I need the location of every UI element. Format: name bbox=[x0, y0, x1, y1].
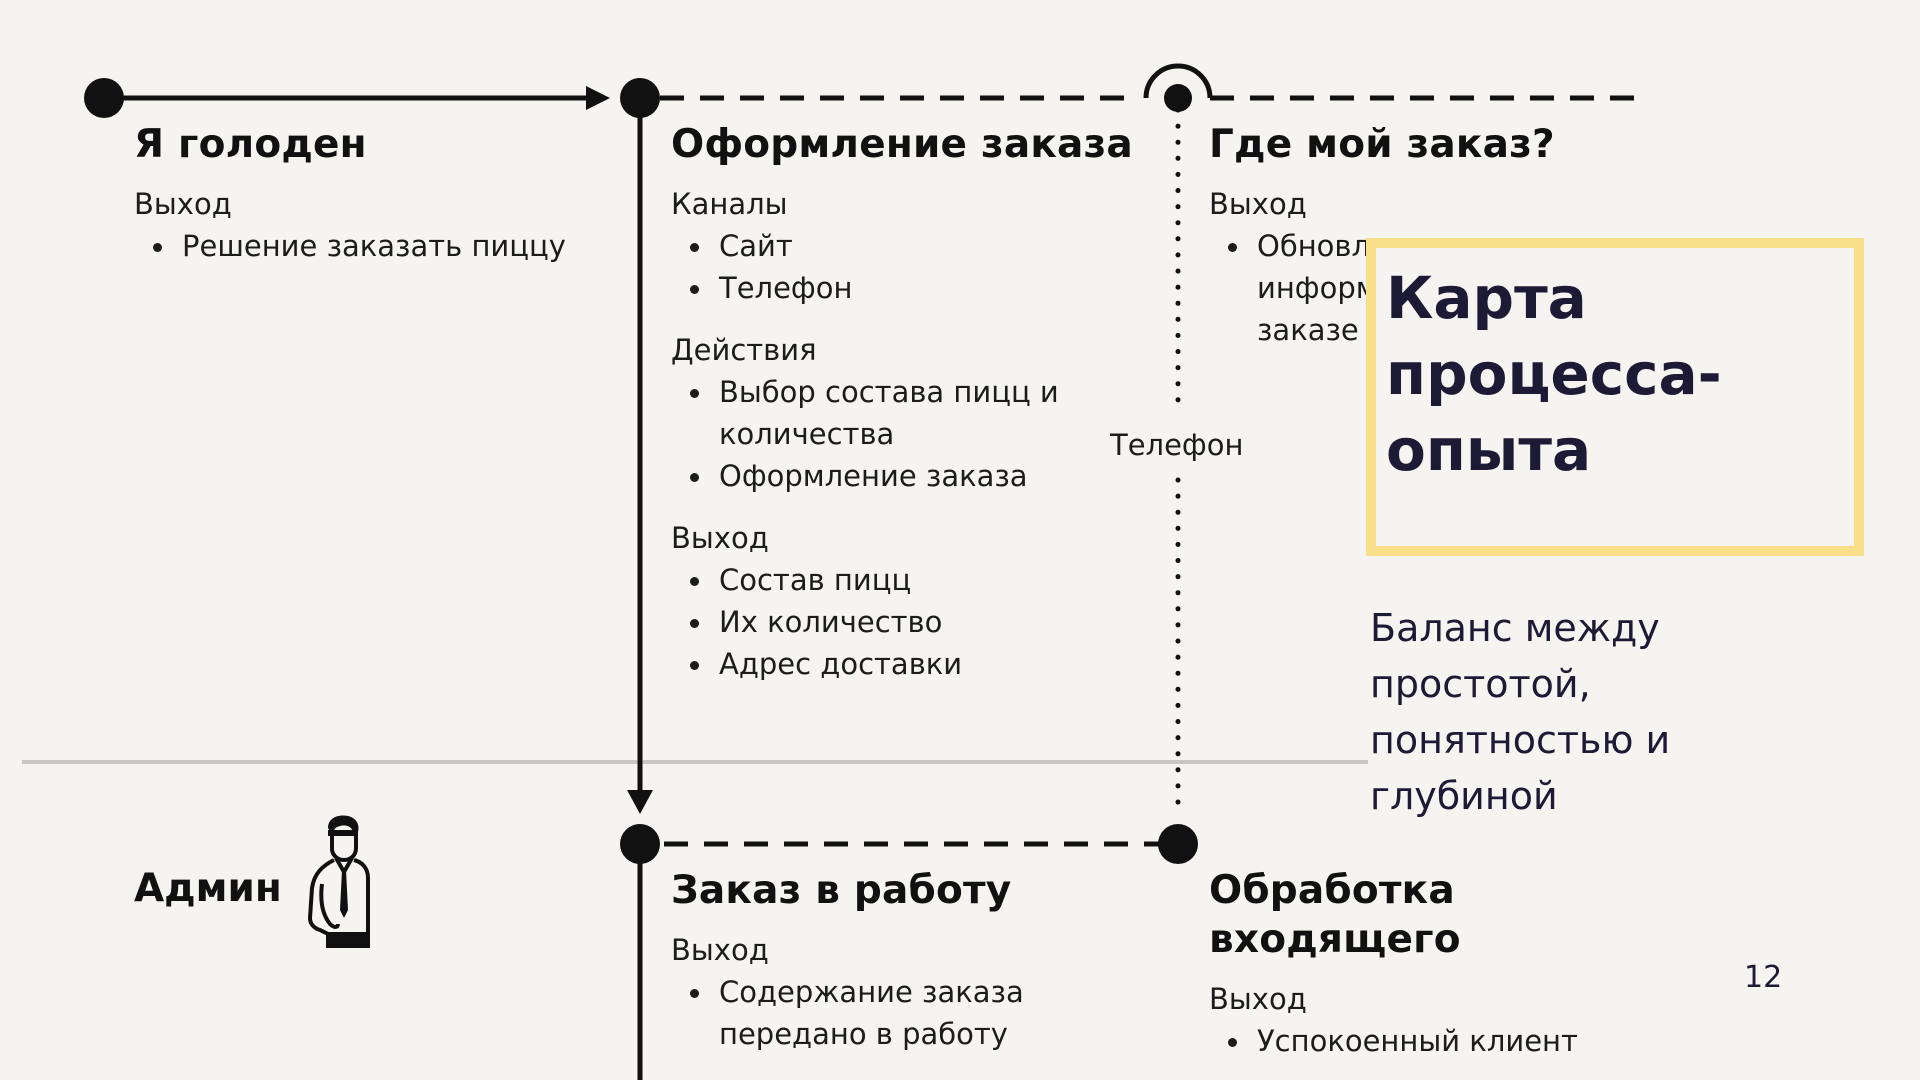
list-item: Успокоенный клиент bbox=[1209, 1020, 1609, 1062]
node-to-work bbox=[620, 824, 660, 864]
list-item: Решение заказать пиццу bbox=[134, 225, 654, 267]
step-title: Я голоден bbox=[134, 122, 367, 167]
businessman-icon bbox=[307, 815, 370, 948]
callout-description: Баланс между простотой, понятностью и гл… bbox=[1370, 606, 1671, 818]
step-title: Где мой заказ? bbox=[1209, 122, 1555, 167]
step-ordering: Оформление заказа Каналы Сайт Телефон Де… bbox=[671, 120, 1141, 685]
actions-label: Действия bbox=[671, 333, 817, 367]
list-item: Их количество bbox=[671, 601, 1141, 643]
output-label: Выход bbox=[134, 187, 232, 221]
page-number: 12 bbox=[1744, 960, 1783, 995]
output-label: Выход bbox=[671, 933, 769, 967]
callout-title: Карта процесса-опыта bbox=[1386, 264, 1722, 484]
callout-box: Карта процесса-опыта bbox=[1366, 238, 1864, 556]
output-list: Решение заказать пиццу bbox=[134, 225, 654, 267]
list-item: Выбор состава пицц и количества bbox=[671, 371, 1141, 455]
step-title: Обработка входящего bbox=[1209, 868, 1461, 962]
step-to-work: Заказ в работу Выход Содержание заказа п… bbox=[671, 866, 1141, 1055]
list-item: Сайт bbox=[671, 225, 1141, 267]
output-list: Содержание заказа передано в работу bbox=[671, 971, 1051, 1055]
node-ordering bbox=[620, 78, 660, 118]
node-where-order bbox=[1164, 84, 1192, 112]
connector-label-phone: Телефон bbox=[1108, 424, 1246, 466]
arrowhead-right bbox=[586, 86, 610, 110]
step-title: Заказ в работу bbox=[671, 868, 1012, 913]
output-list: Состав пицц Их количество Адрес доставки bbox=[671, 559, 1141, 685]
actions-list: Выбор состава пицц и количества Оформлен… bbox=[671, 371, 1141, 497]
step-title: Оформление заказа bbox=[671, 122, 1133, 167]
list-item: Содержание заказа передано в работу bbox=[671, 971, 1051, 1055]
output-label: Выход bbox=[1209, 187, 1307, 221]
node-processing bbox=[1158, 824, 1198, 864]
list-item: Адрес доставки bbox=[671, 643, 1141, 685]
list-item: Телефон bbox=[671, 267, 1141, 309]
list-item: Состав пицц bbox=[671, 559, 1141, 601]
step-processing: Обработка входящего Выход Успокоенный кл… bbox=[1209, 866, 1609, 1062]
output-label: Выход bbox=[671, 521, 769, 555]
channels-label: Каналы bbox=[671, 187, 788, 221]
step-hungry: Я голоден Выход Решение заказать пиццу bbox=[134, 120, 654, 267]
output-list: Успокоенный клиент bbox=[1209, 1020, 1609, 1062]
list-item: Оформление заказа bbox=[671, 455, 1141, 497]
channels-list: Сайт Телефон bbox=[671, 225, 1141, 309]
wait-arc bbox=[1143, 63, 1213, 99]
role-label: Админ bbox=[134, 866, 282, 911]
node-hungry bbox=[84, 78, 124, 118]
arrowhead-down bbox=[627, 790, 653, 814]
output-label: Выход bbox=[1209, 982, 1307, 1016]
